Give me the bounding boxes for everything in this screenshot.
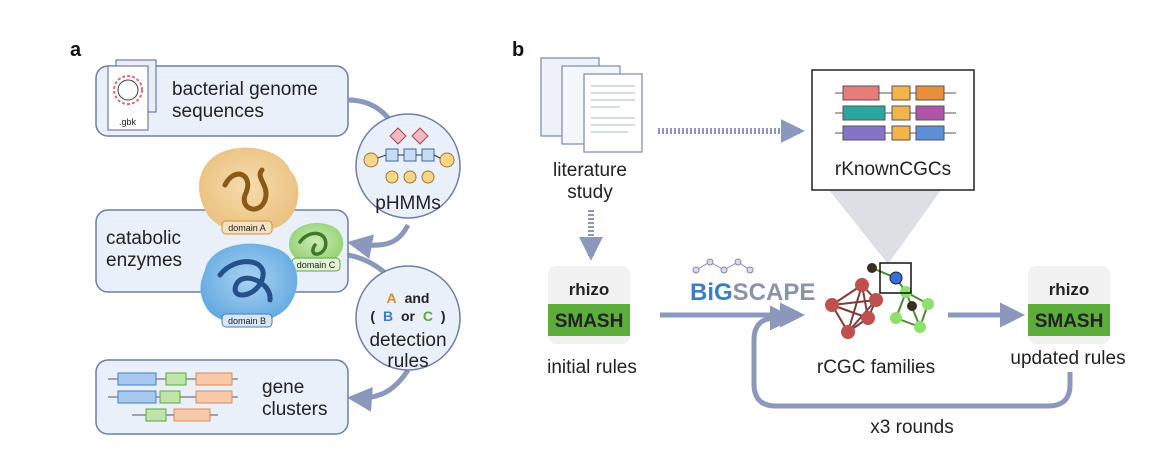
gbk-label: .gbk <box>119 117 137 127</box>
updated-rhizosmash-logo: rhizo SMASH <box>1028 266 1110 344</box>
arrow-rules-to-clusters <box>347 368 411 412</box>
loop-arrow <box>751 305 1073 409</box>
protein-domain-a: domain A <box>198 147 299 235</box>
updated-rules-label: updated rules <box>1010 348 1125 369</box>
rules-formula-line1: A and <box>387 290 430 306</box>
phmm-model-icon <box>363 127 455 184</box>
genome-box: .gbk bacterial genome sequences <box>95 59 349 137</box>
protein-domain-b: domain B <box>200 243 298 328</box>
clusters-label-line1: gene <box>262 377 304 398</box>
literature-label-line2: study <box>567 182 613 203</box>
protein-domain-c: domain C <box>289 223 344 272</box>
rule-or: or <box>401 308 416 324</box>
rule-c: C <box>423 308 433 324</box>
families-label: rCGC families <box>817 357 935 378</box>
enzymes-label-line1: catabolic <box>106 228 181 249</box>
known-cluster-icon <box>835 85 956 141</box>
domain-b-label: domain B <box>228 316 266 326</box>
clusters-box: gene clusters <box>95 359 349 435</box>
rule-open: ( <box>370 308 375 324</box>
genome-label-line2: sequences <box>172 101 264 122</box>
document-stack-icon <box>540 57 643 153</box>
bigscape-logo: BiGSCAPE <box>690 258 815 306</box>
updated-brand-main: SMASH <box>1035 311 1104 332</box>
genome-label-line1: bacterial genome <box>172 79 318 100</box>
svg-text:BiGSCAPE: BiGSCAPE <box>690 279 815 306</box>
arrow-phmm-to-enzymes <box>347 223 411 259</box>
network-icon <box>825 262 934 339</box>
panel-b-letter: b <box>512 39 524 61</box>
domain-c-label: domain C <box>297 260 336 270</box>
gene-cluster-icon <box>108 372 238 422</box>
clusters-label-line2: clusters <box>262 399 327 420</box>
genbank-file-icon <box>107 59 157 131</box>
initial-brand-main: SMASH <box>555 311 624 332</box>
rounds-label: x3 rounds <box>870 417 953 438</box>
known-cgcs-box: rKnownCGCs <box>811 69 975 264</box>
bigscape-part1: BiG <box>690 279 733 306</box>
panel-a-letter: a <box>70 39 82 61</box>
rule-b: B <box>383 308 393 324</box>
literature-label-line1: literature <box>553 160 627 181</box>
enzymes-label-line2: enzymes <box>106 250 182 271</box>
rules-formula-line2: ( B or C ) <box>370 308 445 324</box>
rule-close: ) <box>441 308 446 324</box>
updated-brand-top: rhizo <box>1049 280 1090 299</box>
known-cgcs-label: rKnownCGCs <box>835 159 951 180</box>
domain-a-label: domain A <box>228 223 266 233</box>
initial-brand-top: rhizo <box>569 280 610 299</box>
zoom-wedge <box>829 190 941 264</box>
rule-and: and <box>405 290 430 306</box>
initial-rhizosmash-logo: rhizo SMASH <box>548 266 630 344</box>
phmm-circle: pHMMs <box>355 113 461 219</box>
rules-label-line1: detection <box>369 330 446 351</box>
bigscape-part2: SCAPE <box>733 279 816 306</box>
highlight-box <box>879 262 912 294</box>
rule-a: A <box>387 290 397 306</box>
initial-rules-label: initial rules <box>547 357 637 378</box>
rules-label-line2: rules <box>387 351 428 372</box>
rules-circle: A and ( B or C ) detection rules <box>355 265 461 372</box>
phmm-label: pHMMs <box>375 193 440 214</box>
